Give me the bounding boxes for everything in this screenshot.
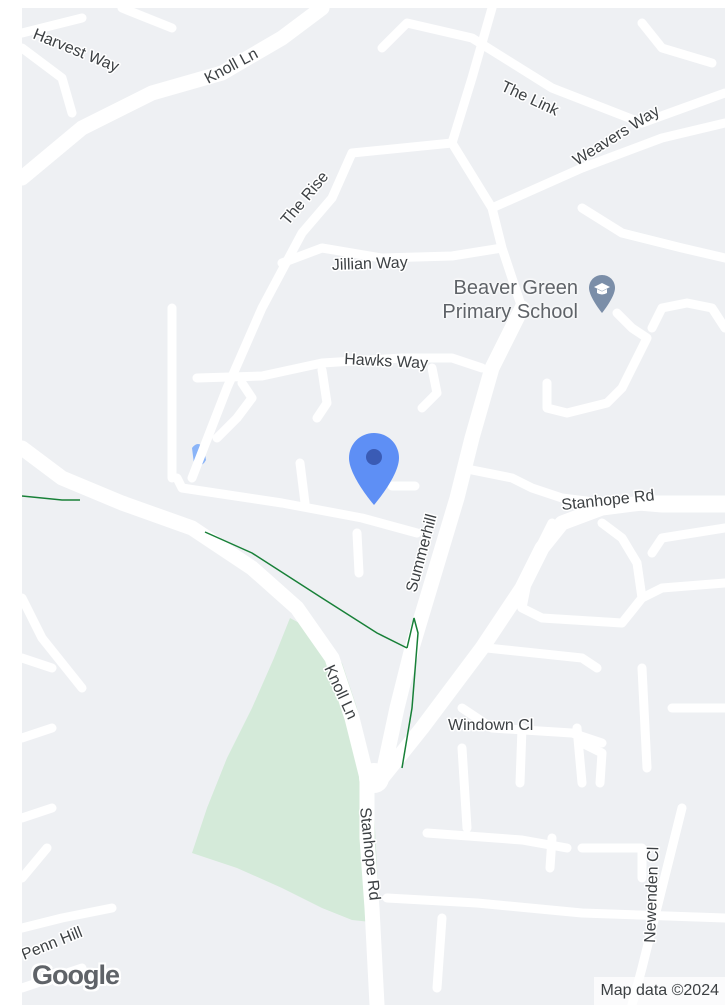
road-label-jillian-way: Jillian Way (332, 254, 408, 274)
poi-name-line1: Beaver Green (453, 277, 578, 299)
poi-label-school[interactable]: Beaver Green Primary School (378, 276, 578, 324)
google-logo: Google (32, 960, 120, 990)
road-label-windown-cl: Windown Cl (448, 717, 533, 734)
map-canvas[interactable]: Harvest Way Knoll Ln The Link Weavers Wa… (22, 8, 725, 1005)
road-label-the-rise: The Rise (278, 169, 332, 229)
footpaths (22, 495, 419, 769)
school-icon[interactable] (588, 274, 616, 314)
minor-roads (22, 8, 725, 1005)
main-roads (22, 8, 725, 1005)
road-label-newenden-cl: Newenden Cl (642, 847, 662, 944)
location-pin-icon[interactable] (347, 431, 401, 507)
map-attribution[interactable]: Map data ©2024 (594, 977, 725, 1005)
park-area (192, 618, 380, 923)
map-base: Harvest Way Knoll Ln The Link Weavers Wa… (22, 8, 725, 1005)
poi-name-line2: Primary School (442, 301, 578, 323)
road-label-knoll-ln-north: Knoll Ln (202, 45, 261, 87)
roundabout (359, 763, 389, 793)
road-label-hawks-way: Hawks Way (344, 351, 429, 372)
